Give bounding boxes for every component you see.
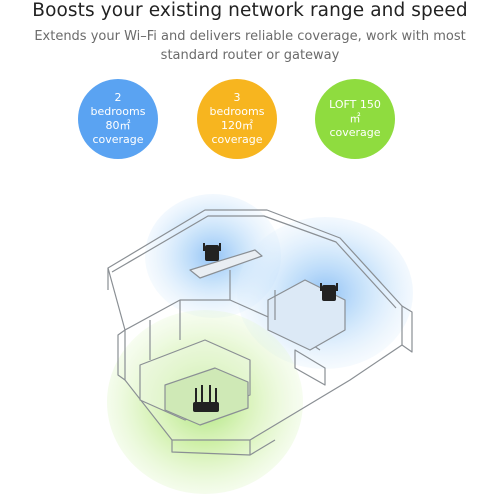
extender-icon [320, 283, 338, 301]
badge-line: 2 [114, 91, 122, 104]
badge-line: LOFT 150 [329, 98, 381, 111]
coverage-badge-3-bedrooms: 3 bedrooms 120㎡ coverage [197, 79, 277, 159]
headline: Boosts your existing network range and s… [32, 0, 468, 21]
subheadline-line-2: standard router or gateway [160, 48, 340, 63]
extender-icon [203, 243, 221, 261]
router-icon [193, 385, 219, 412]
badge-line: bedrooms [209, 105, 265, 118]
badge-line: coverage [92, 133, 144, 146]
badge-line: 3 [233, 91, 241, 104]
floorplan-illustration [107, 194, 413, 494]
badge-line: 80㎡ [105, 119, 131, 132]
badge-line: bedrooms [90, 105, 146, 118]
coverage-badge-loft: LOFT 150 ㎡ coverage [315, 79, 395, 159]
badge-line: ㎡ [349, 112, 361, 125]
badge-line: 120㎡ [221, 119, 253, 132]
badge-line: coverage [329, 126, 381, 139]
subheadline: Extends your Wi–Fi and delivers reliable… [0, 27, 500, 65]
coverage-badge-2-bedrooms: 2 bedrooms 80㎡ coverage [78, 79, 158, 159]
badge-line: coverage [211, 133, 263, 146]
subheadline-line-1: Extends your Wi–Fi and delivers reliable… [34, 29, 466, 44]
